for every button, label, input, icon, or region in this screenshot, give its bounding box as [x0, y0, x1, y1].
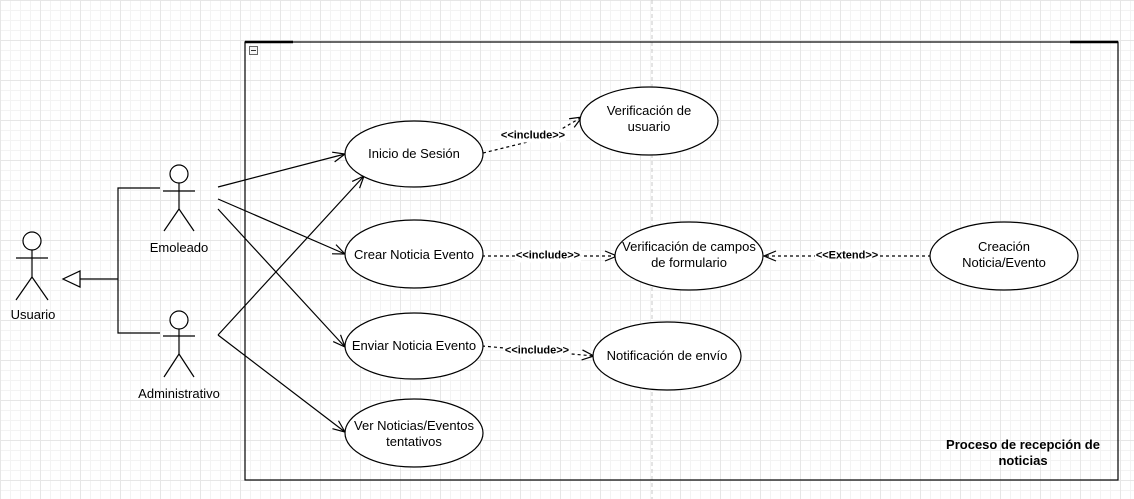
use-case-notificacion-envio[interactable] — [592, 321, 742, 391]
stereotype-extend-creacion: <<Extend>> — [814, 249, 880, 263]
generalization-administrativo — [117, 279, 160, 334]
use-case-ver-noticias[interactable] — [344, 398, 484, 468]
generalization-arrowhead — [61, 270, 81, 288]
boundary-collapse-icon[interactable] — [249, 46, 258, 55]
use-case-enviar-noticia[interactable] — [344, 312, 484, 380]
actor-emoleado-figure[interactable] — [163, 164, 195, 232]
use-case-shapes — [344, 86, 1079, 468]
actor-leg-left — [163, 353, 180, 378]
use-case-verificacion-usuario[interactable] — [579, 86, 719, 156]
association-lines — [217, 154, 364, 432]
actor-leg-right — [178, 353, 195, 378]
assoc-administrativo-ver — [217, 334, 345, 432]
generalization-emoleado — [117, 187, 160, 279]
boundary-title: Proceso de recepción de noticias — [946, 437, 1100, 468]
actor-head — [169, 310, 189, 330]
actor-administrativo-figure[interactable] — [163, 310, 195, 378]
actor-leg-left — [163, 208, 180, 232]
use-case-creacion-noticia[interactable] — [929, 221, 1079, 291]
use-case-verificacion-campos[interactable] — [614, 221, 764, 291]
assoc-emoleado-crear — [217, 198, 345, 254]
actor-leg-right — [178, 208, 195, 232]
use-case-crear-noticia[interactable] — [344, 219, 484, 289]
actor-head — [22, 231, 42, 251]
actor-head — [169, 164, 189, 184]
actor-leg-right — [31, 276, 49, 301]
system-boundary[interactable] — [244, 41, 1119, 481]
assoc-administrativo-inicio — [217, 176, 364, 336]
assoc-emoleado-enviar — [217, 208, 345, 347]
generalization-lines — [61, 187, 160, 334]
assoc-emoleado-inicio — [217, 154, 345, 188]
actor-leg-left — [15, 276, 33, 301]
stereotype-include-crear: <<include>> — [514, 249, 582, 263]
actor-usuario-figure[interactable] — [15, 231, 49, 301]
stereotype-include-inicio: <<include>> — [499, 129, 567, 143]
stereotype-include-enviar: <<include>> — [503, 344, 571, 358]
use-case-inicio-sesion[interactable] — [344, 120, 484, 188]
